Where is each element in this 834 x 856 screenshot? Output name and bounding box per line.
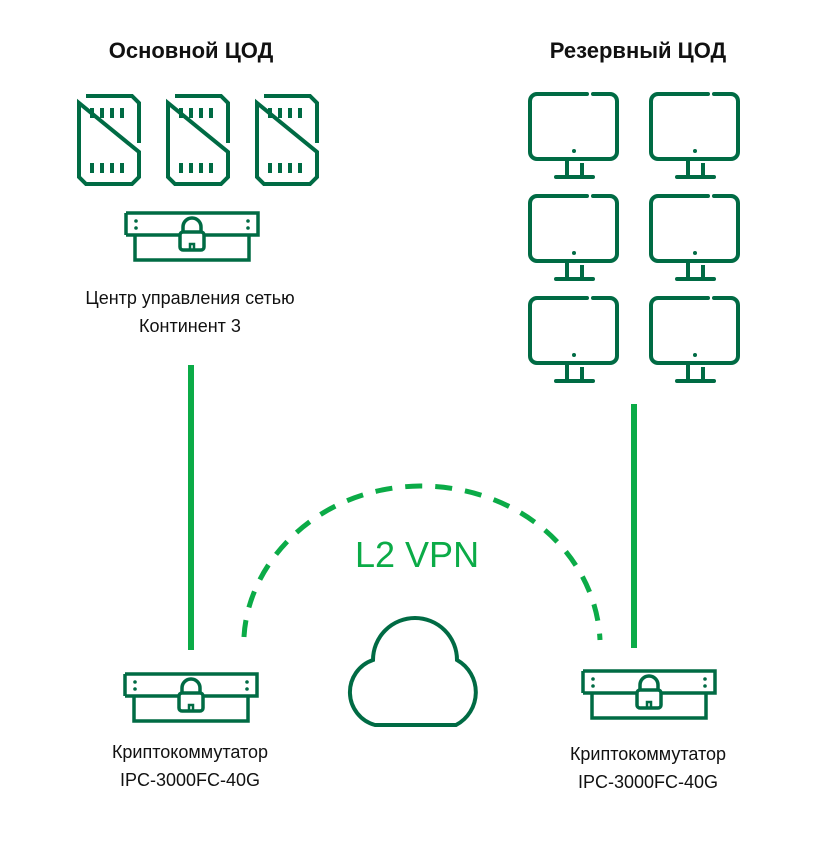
- backup-dc-title: Резервный ЦОД: [549, 38, 727, 63]
- monitor-icon: [649, 92, 740, 179]
- switch-right-label: Криптокоммутатор IPC-3000FC-40G: [518, 740, 778, 796]
- switch-left-line2: IPC-3000FC-40G: [119, 770, 261, 790]
- monitor-icon: [528, 92, 619, 179]
- switch-right-line2: IPC-3000FC-40G: [577, 772, 719, 792]
- monitor-icon: [649, 296, 740, 383]
- monitor-icon: [649, 194, 740, 281]
- monitor-icon: [528, 296, 619, 383]
- server-icon: [77, 94, 141, 186]
- switch-left-line1: Криптокоммутатор: [111, 742, 269, 762]
- controller-label: Центр управления сетью Континент 3: [40, 284, 340, 340]
- controller-label-line2: Континент 3: [139, 316, 241, 336]
- primary-dc-title: Основной ЦОД: [108, 38, 274, 63]
- server-icon: [166, 94, 230, 186]
- server-icon: [255, 94, 319, 186]
- controller-label-line1: Центр управления сетью: [85, 288, 295, 308]
- cloud-icon: [347, 616, 478, 727]
- tunnel-label: L2 VPN: [355, 534, 480, 575]
- l2vpn-tunnel: [241, 483, 603, 641]
- encryptor-lock-icon: [581, 669, 717, 720]
- switch-left-label: Криптокоммутатор IPC-3000FC-40G: [60, 738, 320, 794]
- monitor-icon: [528, 194, 619, 281]
- encryptor-lock-icon: [123, 672, 259, 723]
- encryptor-lock-icon: [124, 211, 260, 262]
- switch-right-line1: Криптокоммутатор: [569, 744, 727, 764]
